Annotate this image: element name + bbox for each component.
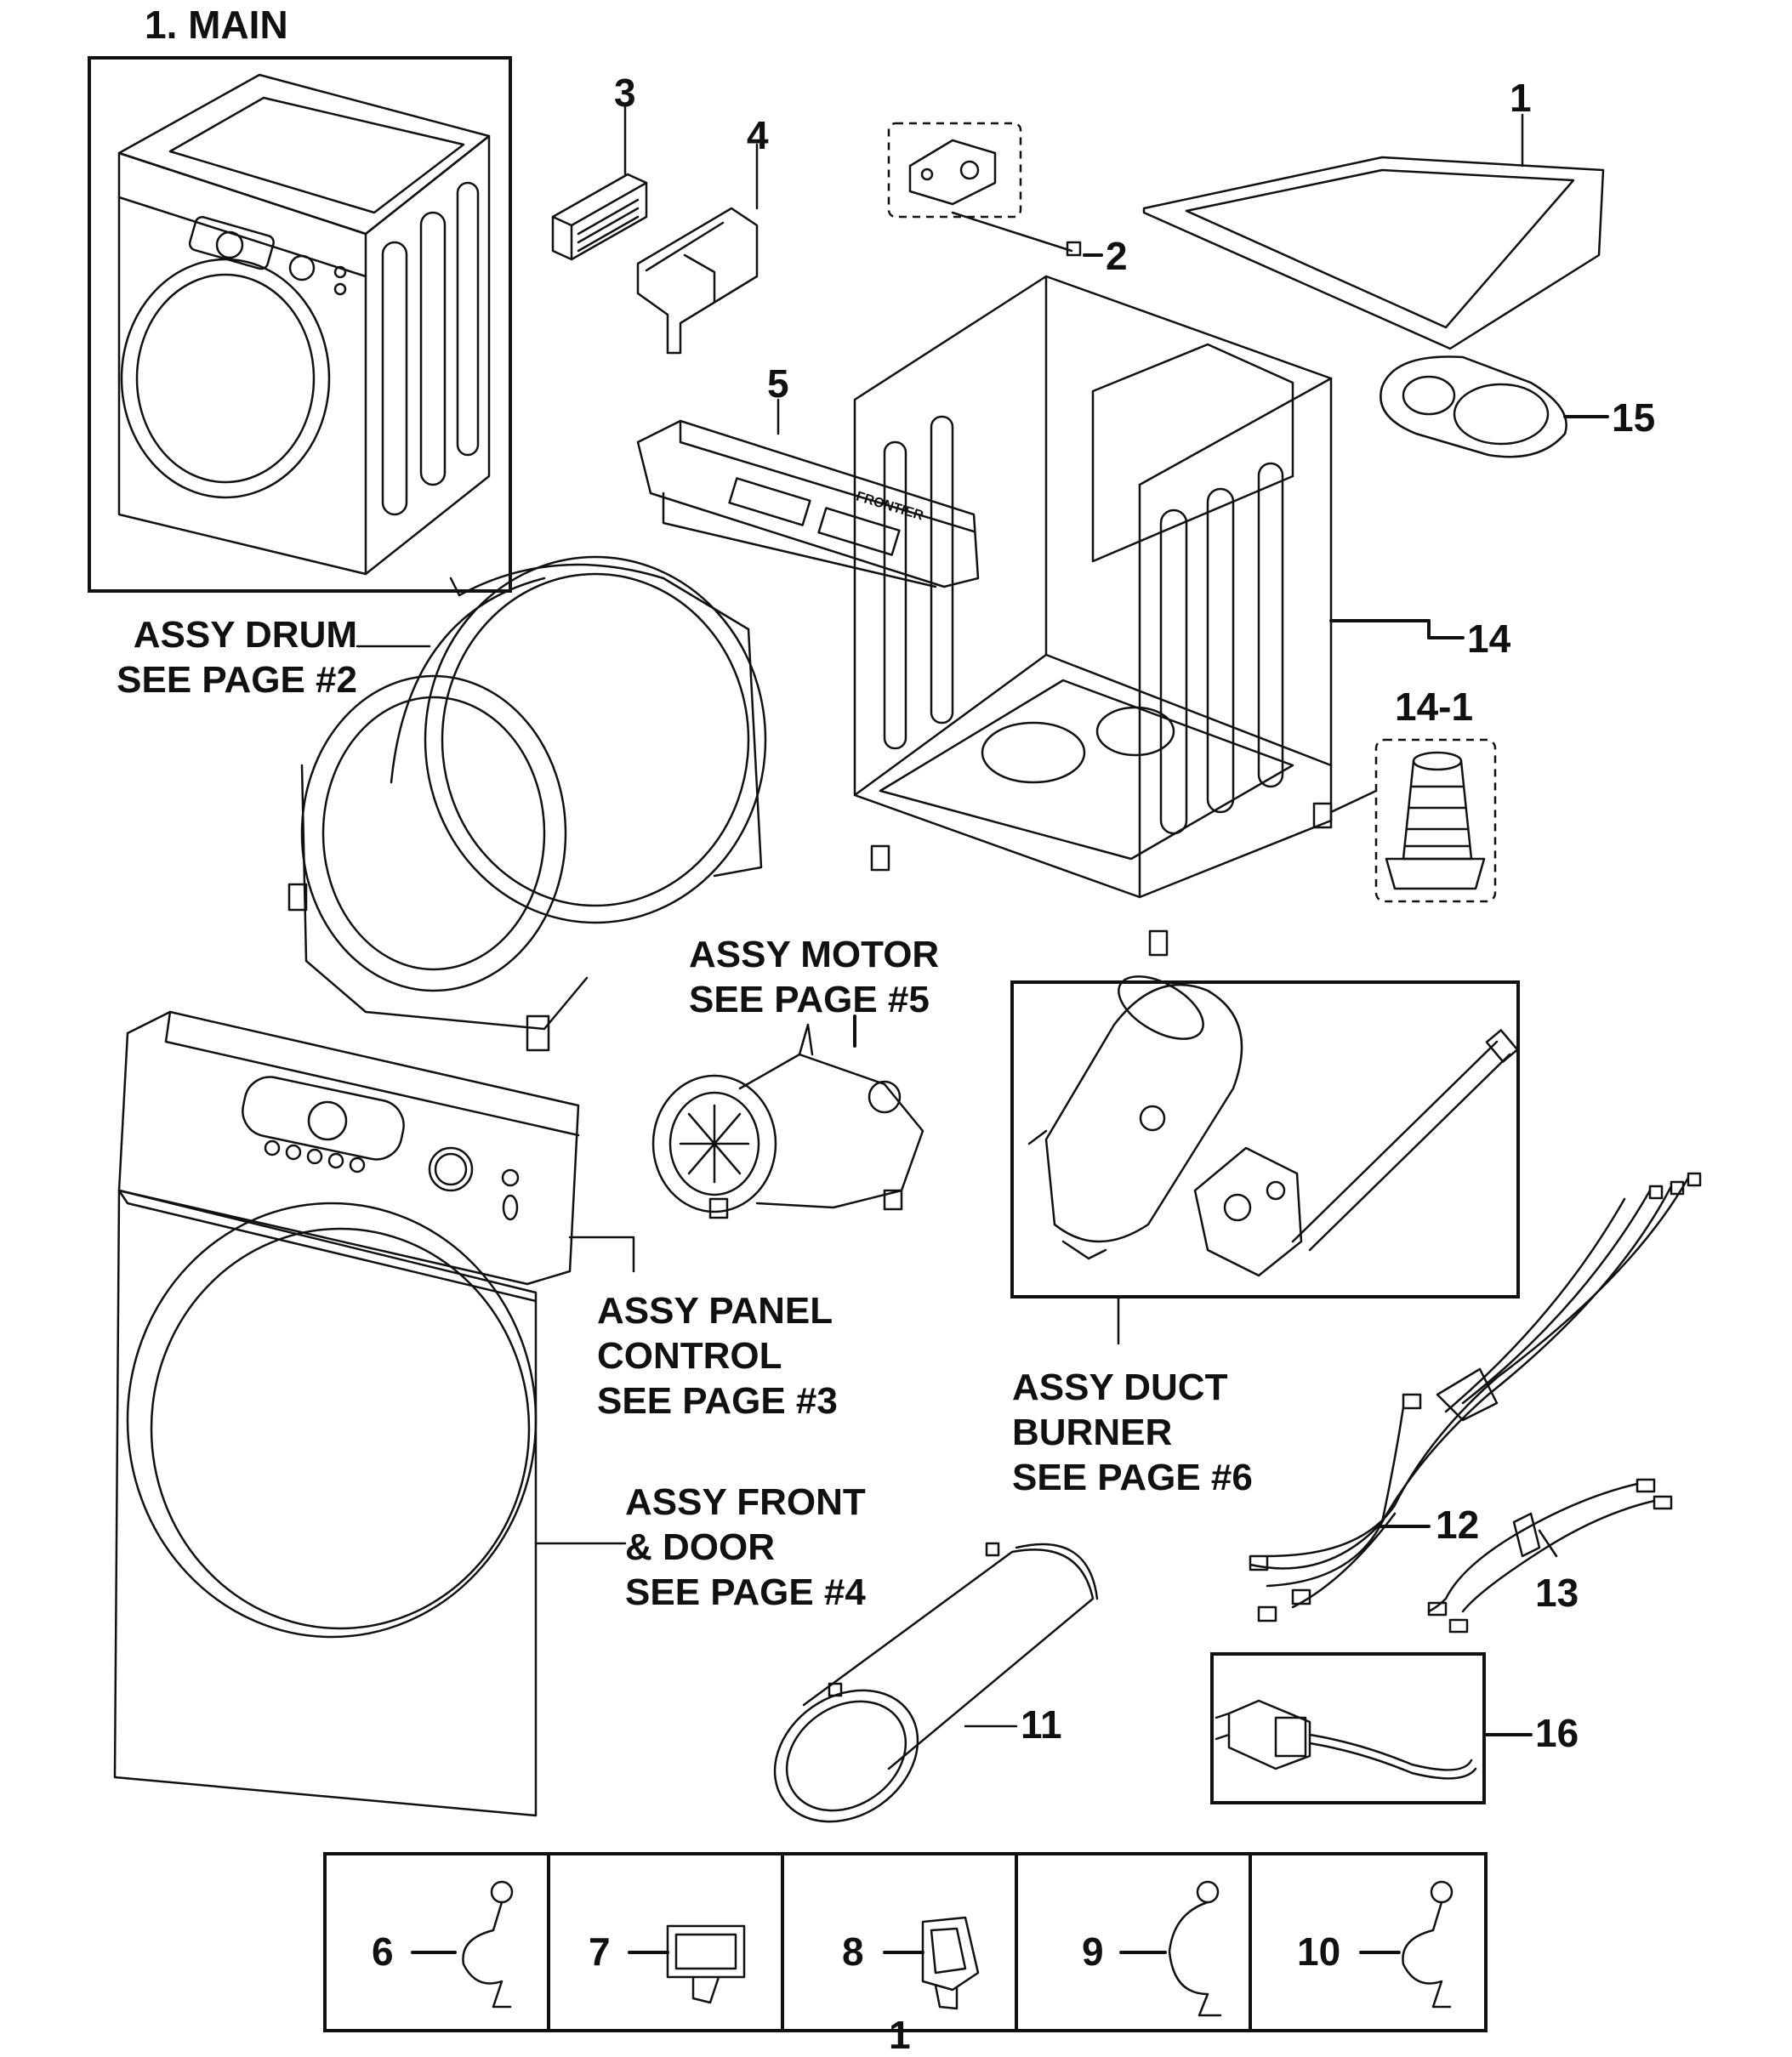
clip-6-illustration (411, 1880, 514, 2009)
drum-assembly-illustration (287, 555, 767, 1052)
motor-assembly-illustration (651, 1023, 924, 1219)
part-5-panel-frame (636, 398, 980, 588)
assy-front-line-2: & DOOR (625, 1526, 775, 1568)
callout-5: 5 (767, 361, 789, 406)
part-13-wire-harness (1427, 1478, 1673, 1634)
callout-16: 16 (1535, 1711, 1579, 1755)
assy-front-line-3: SEE PAGE #4 (625, 1571, 866, 1613)
callout-13: 13 (1535, 1571, 1579, 1615)
control-panel-assembly-illustration (117, 1010, 635, 1286)
complete-dryer-illustration (88, 56, 512, 593)
assy-motor-line-2: SEE PAGE #5 (689, 979, 930, 1020)
assy-drum-line-2: SEE PAGE #2 (117, 659, 357, 701)
assy-panel-label: ASSY PANEL CONTROL SEE PAGE #3 (597, 1288, 838, 1423)
part-16-power-cord (1210, 1652, 1533, 1804)
callout-7: 7 (589, 1929, 611, 1974)
assy-panel-line-1: ASSY PANEL (597, 1290, 833, 1332)
assy-panel-line-2: CONTROL (597, 1335, 782, 1377)
assy-drum-label: ASSY DRUM SEE PAGE #2 (94, 612, 357, 702)
page-title: 1. MAIN (145, 3, 288, 47)
part-2-hinge-detail (887, 122, 1103, 257)
front-door-assembly-illustration (113, 1189, 627, 1817)
assy-motor-line-1: ASSY MOTOR (689, 934, 940, 975)
part-14-1-foot-detail (1329, 738, 1497, 903)
part-11-exhaust-duct (773, 1542, 1099, 1823)
callout-8: 8 (842, 1929, 864, 1974)
callout-10: 10 (1297, 1929, 1341, 1974)
callout-4: 4 (747, 113, 769, 157)
assy-duct-line-1: ASSY DUCT (1012, 1367, 1228, 1408)
assy-duct-line-2: BURNER (1012, 1412, 1173, 1453)
callout-15: 15 (1612, 395, 1656, 440)
assy-front-label: ASSY FRONT & DOOR SEE PAGE #4 (625, 1480, 866, 1615)
assy-motor-label: ASSY MOTOR SEE PAGE #5 (689, 932, 939, 1022)
duct-burner-assembly-illustration (1010, 975, 1520, 1345)
callout-bottom: 1 (889, 2013, 911, 2057)
callout-11: 11 (1021, 1702, 1062, 1747)
assy-drum-line-1: ASSY DRUM (133, 614, 357, 656)
part-15-cover (1380, 355, 1609, 458)
callout-6: 6 (372, 1929, 394, 1974)
callout-12: 12 (1436, 1503, 1480, 1547)
assy-duct-line-3: SEE PAGE #6 (1012, 1457, 1253, 1498)
assy-front-line-1: ASSY FRONT (625, 1481, 866, 1523)
clip-parts-table (323, 1852, 1488, 2032)
callout-2: 2 (1106, 234, 1128, 278)
part-4-bracket (636, 143, 759, 355)
part-3-filter (551, 105, 648, 261)
callout-3: 3 (614, 71, 636, 115)
callout-1: 1 (1510, 76, 1532, 120)
part-1-top-plate (1142, 113, 1605, 350)
part-12-wire-harness (1249, 1172, 1702, 1622)
callout-14: 14 (1467, 617, 1511, 661)
assy-duct-label: ASSY DUCT BURNER SEE PAGE #6 (1012, 1365, 1253, 1500)
part-14-cabinet (853, 275, 1465, 957)
callout-9: 9 (1082, 1929, 1104, 1974)
clip-9-illustration (1119, 1880, 1222, 2017)
assy-panel-line-3: SEE PAGE #3 (597, 1380, 838, 1422)
clip-7-illustration (628, 1924, 746, 2004)
clip-10-illustration (1359, 1880, 1454, 2009)
clip-8-illustration (883, 1916, 980, 2010)
callout-14-1: 14-1 (1395, 685, 1474, 729)
